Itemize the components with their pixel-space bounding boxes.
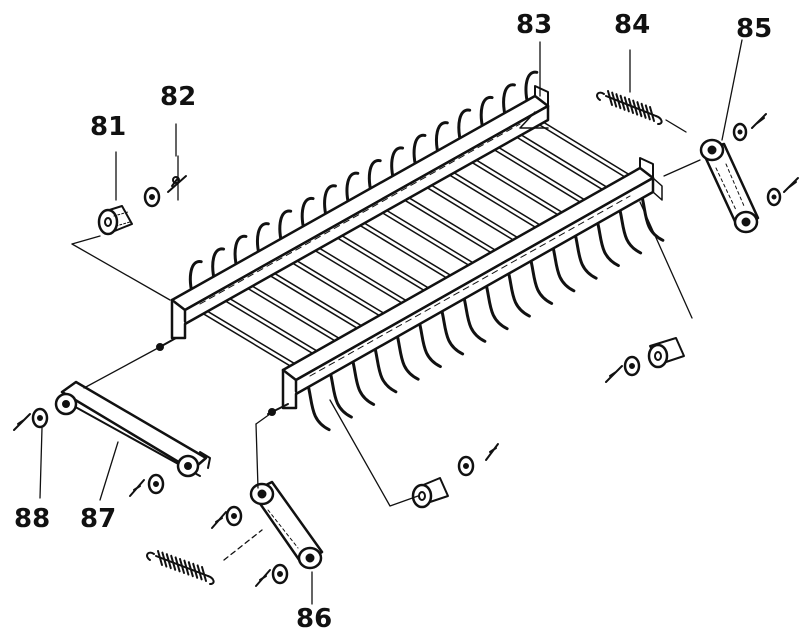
- slat-edge: [286, 254, 398, 322]
- slat-edge: [219, 292, 332, 360]
- part-82-cotter-pin: [167, 175, 187, 193]
- spring-coil: [615, 93, 622, 110]
- spring-coil: [170, 554, 177, 571]
- front-tine: [439, 304, 465, 356]
- slat: [460, 155, 571, 223]
- slat: [528, 117, 638, 186]
- slat: [259, 269, 371, 337]
- slat-edge: [488, 140, 599, 209]
- spring-coil: [196, 564, 203, 581]
- front-tine: [639, 190, 665, 242]
- slat: [214, 294, 327, 362]
- slat-edge: [421, 178, 532, 247]
- slat-edge: [443, 166, 554, 234]
- slat-edge: [309, 241, 421, 310]
- slat: [192, 306, 304, 375]
- spring-coil: [640, 102, 647, 119]
- slat: [505, 130, 616, 198]
- part-84-tension-spring: [596, 90, 663, 125]
- front-tine: [528, 253, 554, 305]
- part-87-long-arm: [54, 380, 211, 497]
- part-81-roller: [97, 186, 161, 236]
- spring-coil: [649, 106, 655, 122]
- part-label-85: 85: [736, 14, 773, 44]
- spring-coil: [187, 561, 194, 578]
- spring-coil: [183, 559, 190, 576]
- part-label-87: 87: [80, 504, 117, 534]
- slat-edge: [376, 203, 487, 272]
- slat: [483, 142, 594, 211]
- slat: [304, 243, 416, 312]
- slat-edge: [510, 128, 621, 196]
- spring-coil: [192, 562, 199, 579]
- slat: [371, 205, 482, 274]
- part-label-88: 88: [14, 504, 51, 534]
- part-label-83: 83: [516, 10, 553, 40]
- slat: [237, 281, 349, 350]
- front-tine: [505, 266, 531, 318]
- slat-edge: [354, 216, 465, 285]
- front-tine: [305, 380, 331, 432]
- front-tines: [305, 190, 665, 432]
- slat: [438, 168, 549, 236]
- assembly-leader-lines: [39, 39, 743, 605]
- front-tine: [394, 329, 420, 381]
- spring-coil: [157, 550, 163, 566]
- tine-bar-slats: [192, 115, 643, 375]
- slat-edge: [533, 115, 643, 184]
- slat: [393, 193, 505, 261]
- front-tine: [327, 367, 353, 419]
- slat-edge: [331, 229, 443, 297]
- front-frame-bar: [281, 157, 663, 410]
- slat-edge: [197, 304, 309, 373]
- slat: [416, 180, 527, 249]
- front-tine: [416, 317, 442, 369]
- spring-coil: [201, 566, 207, 582]
- center-roller-group: [411, 443, 499, 509]
- spring-coil: [161, 551, 168, 568]
- spring-coil: [628, 98, 634, 114]
- spring-coil: [619, 94, 626, 111]
- front-tine: [617, 203, 643, 255]
- slat-edge: [465, 153, 576, 221]
- front-tine: [350, 354, 376, 406]
- front-tine: [461, 291, 487, 343]
- spring-coil: [644, 104, 651, 121]
- part-label-86: 86: [296, 604, 333, 634]
- part-86-short-arm: [211, 480, 324, 587]
- spring-coil: [179, 558, 185, 574]
- frame-pivot-pins: [156, 337, 289, 416]
- spring-coil: [623, 96, 630, 113]
- part-label-81: 81: [90, 112, 127, 142]
- front-tine: [572, 228, 598, 280]
- part-85-arm-link: [699, 113, 799, 234]
- slat-edge: [242, 279, 354, 348]
- rear-frame-bar: [170, 85, 550, 340]
- slat-edge: [398, 191, 510, 259]
- spring-coil: [636, 101, 643, 118]
- spring-coil: [165, 553, 172, 570]
- part-label-82: 82: [160, 82, 197, 112]
- right-roller-group: [605, 337, 685, 383]
- slat: [326, 231, 438, 299]
- front-tine: [594, 216, 620, 268]
- slat: [281, 256, 393, 324]
- front-tine: [483, 279, 509, 331]
- spring-coil: [607, 90, 613, 106]
- part-88-washer: [13, 407, 49, 431]
- front-tine: [550, 241, 576, 293]
- part-label-84: 84: [614, 10, 651, 40]
- spring-coil: [632, 99, 639, 116]
- spring-coil: [611, 91, 618, 108]
- slat: [349, 218, 460, 287]
- slat-edge: [264, 267, 376, 335]
- lower-tension-spring: [146, 550, 215, 585]
- spring-coil: [174, 556, 181, 573]
- front-tine: [372, 342, 398, 394]
